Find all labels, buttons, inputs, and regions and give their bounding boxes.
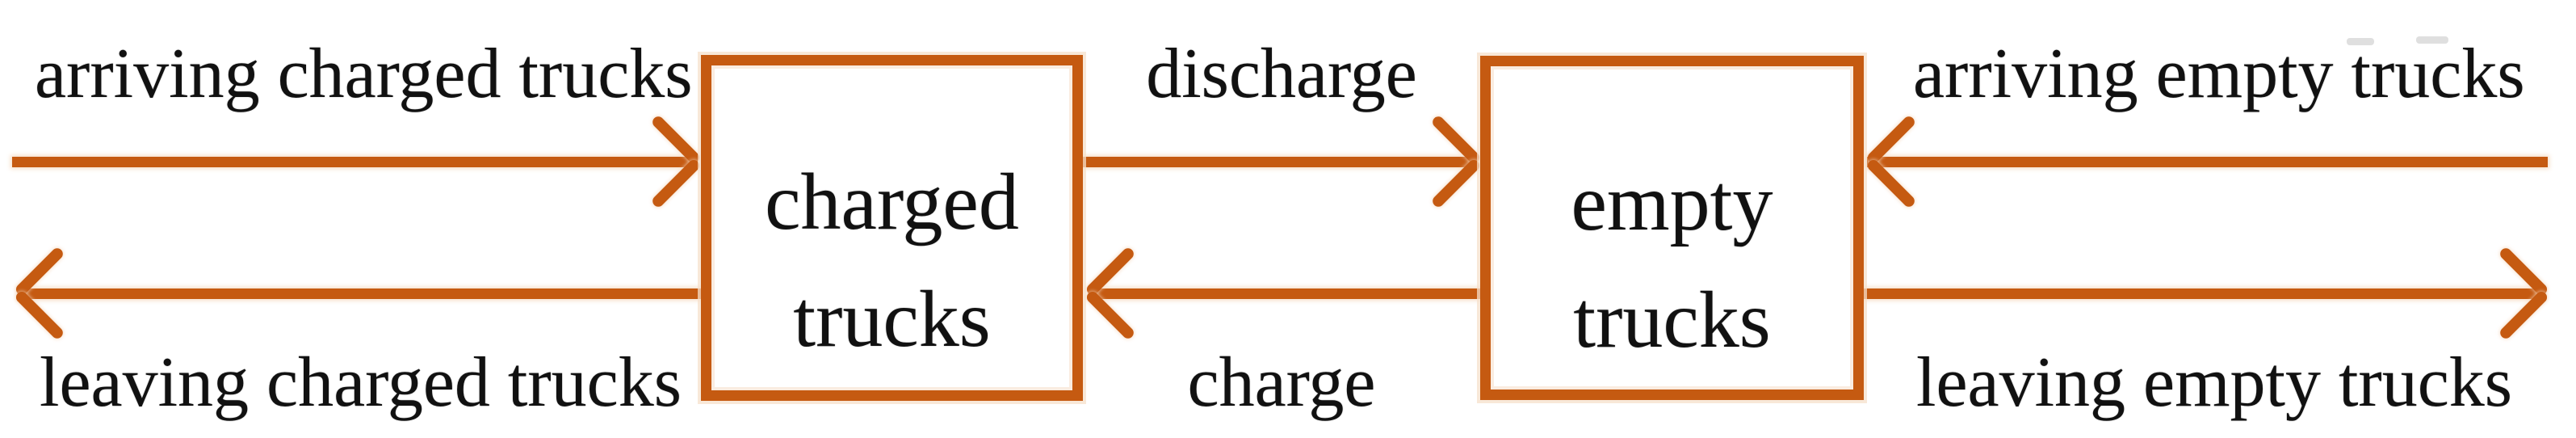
label-arriving-empty-trucks: arriving empty trucks — [1913, 35, 2525, 113]
arrow-line — [1867, 157, 2548, 167]
artifact-dash — [2347, 38, 2374, 45]
artifact-dash — [2416, 36, 2448, 44]
charged-trucks-label-line2: trucks — [793, 274, 991, 364]
arrow-line — [1862, 288, 2543, 299]
charged-trucks-box-label: charged trucks — [711, 65, 1072, 377]
empty-trucks-box-label: empty trucks — [1491, 66, 1853, 378]
arrow-line — [19, 288, 703, 299]
label-charge: charge — [1187, 343, 1376, 422]
arrow-line — [1078, 157, 1475, 167]
arrow-line — [12, 157, 693, 167]
empty-trucks-label-line2: trucks — [1573, 275, 1771, 364]
label-discharge: discharge — [1146, 35, 1417, 113]
charged-trucks-label-line1: charged — [765, 157, 1019, 246]
label-leaving-empty-trucks: leaving empty trucks — [1916, 343, 2513, 422]
label-arriving-charged-trucks: arriving charged trucks — [35, 35, 693, 113]
empty-trucks-box: empty trucks — [1480, 56, 1864, 400]
charged-trucks-box: charged trucks — [701, 55, 1083, 401]
label-leaving-charged-trucks: leaving charged trucks — [40, 343, 682, 422]
arrow-line — [1090, 288, 1482, 299]
empty-trucks-label-line1: empty — [1571, 158, 1773, 247]
